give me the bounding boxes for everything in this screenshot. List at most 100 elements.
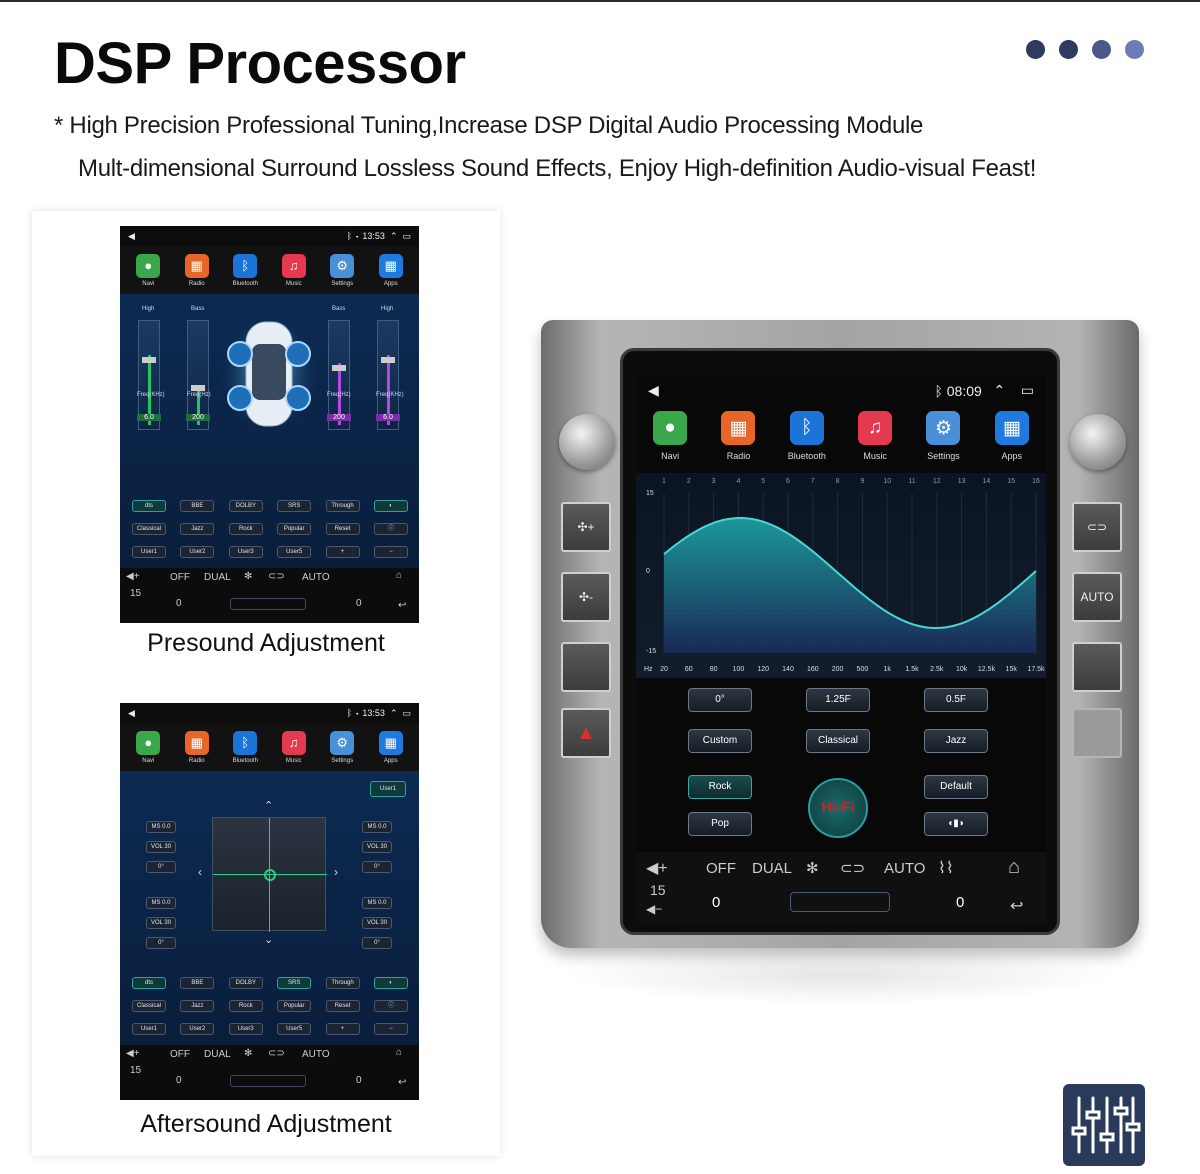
auto-label[interactable]: AUTO xyxy=(302,572,330,583)
back-arrow-icon-2[interactable]: ↩ xyxy=(398,1077,407,1088)
surround-button-2[interactable]: ◐ xyxy=(373,977,408,989)
ch-rr-phase[interactable]: 0° xyxy=(362,937,392,949)
chevron-up-icon-2[interactable]: ⌃ xyxy=(384,707,403,718)
app-settings[interactable]: ⚙Settings xyxy=(913,411,973,461)
ch-fl-ms[interactable]: MS 0.0 xyxy=(146,821,176,833)
device-home-icon[interactable]: ⌂ xyxy=(1008,856,1021,878)
car-icon[interactable]: ⊂⊃ xyxy=(268,571,285,582)
device-temp-slider[interactable] xyxy=(790,892,890,912)
app-navi[interactable]: ●Navi xyxy=(126,253,170,287)
app-radio[interactable]: ▦Radio xyxy=(708,411,768,461)
through-button[interactable]: Through xyxy=(325,500,360,512)
popular-button[interactable]: Popular xyxy=(277,523,312,535)
info-button-2[interactable]: ⓘ xyxy=(373,1000,408,1012)
chevron-up-arrow-icon[interactable]: ⌃ xyxy=(264,800,274,812)
fan-up-button[interactable]: ✣+ xyxy=(561,502,611,552)
chevron-up-icon[interactable]: ⌃ xyxy=(384,230,403,241)
user5-button-2[interactable]: User5 xyxy=(277,1023,312,1035)
temp-slider-2[interactable] xyxy=(230,1075,306,1087)
default-eq-button[interactable]: Default xyxy=(924,775,988,799)
rock-button-2[interactable]: Rock xyxy=(228,1000,263,1012)
app-navi[interactable]: ●Navi xyxy=(126,730,170,764)
ch-rl-vol[interactable]: VOL 30 xyxy=(146,917,176,929)
volume-icon-2[interactable]: ◀+ xyxy=(126,1048,140,1059)
device-volume-icon[interactable]: ◀+ xyxy=(646,860,668,877)
back-icon-2[interactable]: ◀ xyxy=(128,707,135,718)
device-back-icon[interactable]: ◀ xyxy=(648,382,659,398)
device-window-icon[interactable]: ▭ xyxy=(1020,382,1034,398)
slider-bass-left[interactable] xyxy=(187,320,209,430)
app-music[interactable]: ♫Music xyxy=(272,253,316,287)
jazz-button[interactable]: Jazz xyxy=(180,523,215,535)
ch-fr-vol[interactable]: VOL 30 xyxy=(362,841,392,853)
hazard-button[interactable]: ▲ xyxy=(561,708,611,758)
app-radio[interactable]: ▦Radio xyxy=(175,730,219,764)
home-icon-2[interactable]: ⌂ xyxy=(396,1047,403,1058)
device-seat-icon[interactable]: ⌇⌇ xyxy=(938,860,954,877)
off-side-button[interactable] xyxy=(1072,708,1122,758)
user1-selector[interactable]: User1 xyxy=(370,781,406,797)
blank-right-button[interactable] xyxy=(1072,642,1122,692)
srs-button[interactable]: SRS xyxy=(277,500,312,512)
app-settings[interactable]: ⚙Settings xyxy=(320,730,364,764)
jazz-eq-button[interactable]: Jazz xyxy=(924,729,988,753)
app-apps[interactable]: ▦Apps xyxy=(369,730,413,764)
device-volume-down-icon[interactable]: ◀− xyxy=(646,902,663,916)
device-off-label[interactable]: OFF xyxy=(706,860,736,877)
dual-label[interactable]: DUAL xyxy=(204,572,231,583)
slider-high-left[interactable] xyxy=(138,320,160,430)
dual-label-2[interactable]: DUAL xyxy=(204,1049,231,1060)
bbe-button-2[interactable]: BBE xyxy=(180,977,215,989)
back-icon[interactable]: ◀ xyxy=(128,230,135,241)
dts-button-2[interactable]: dts xyxy=(132,977,166,989)
rock-eq-button[interactable]: Rock xyxy=(688,775,752,799)
preset-125f-button[interactable]: 1.25F xyxy=(806,688,870,712)
hifi-button[interactable]: Hi-Fi xyxy=(808,778,868,838)
slider-high-right[interactable] xyxy=(377,320,399,430)
user3-button-2[interactable]: User3 xyxy=(228,1023,263,1035)
volume-icon[interactable]: ◀+ xyxy=(126,571,140,582)
bbe-button[interactable]: BBE xyxy=(180,500,215,512)
window-icon[interactable]: ▭ xyxy=(402,230,411,241)
jazz-button-2[interactable]: Jazz xyxy=(180,1000,215,1012)
custom-button[interactable]: Custom xyxy=(688,729,752,753)
ch-rl-ms[interactable]: MS 0.0 xyxy=(146,897,176,909)
window-icon-2[interactable]: ▭ xyxy=(402,707,411,718)
app-settings[interactable]: ⚙Settings xyxy=(320,253,364,287)
chevron-left-icon[interactable]: ‹ xyxy=(198,865,202,879)
device-auto-label[interactable]: AUTO xyxy=(884,860,926,877)
temp-slider[interactable] xyxy=(230,598,306,610)
app-apps[interactable]: ▦Apps xyxy=(982,411,1042,461)
srs-button-2[interactable]: SRS xyxy=(277,977,312,989)
minus-button[interactable]: − xyxy=(373,546,408,558)
auto-label-2[interactable]: AUTO xyxy=(302,1049,330,1060)
recirculation-button[interactable]: ⊂⊃ xyxy=(1072,502,1122,552)
device-fan-icon[interactable]: ✻ xyxy=(806,860,819,877)
minus-button-2[interactable]: − xyxy=(373,1023,408,1035)
device-back-arrow-icon[interactable]: ↩ xyxy=(1010,898,1024,915)
app-apps[interactable]: ▦Apps xyxy=(369,253,413,287)
plus-button-2[interactable]: + xyxy=(325,1023,360,1035)
blank-left-button[interactable] xyxy=(561,642,611,692)
user2-button-2[interactable]: User2 xyxy=(180,1023,215,1035)
user1-button-2[interactable]: User1 xyxy=(132,1023,166,1035)
chevron-right-icon[interactable]: › xyxy=(334,865,338,879)
device-dual-label[interactable]: DUAL xyxy=(752,860,793,877)
ch-fr-phase[interactable]: 0° xyxy=(362,861,392,873)
user1-button[interactable]: User1 xyxy=(132,546,166,558)
ch-rr-ms[interactable]: MS 0.0 xyxy=(362,897,392,909)
home-icon[interactable]: ⌂ xyxy=(396,570,403,581)
user5-button[interactable]: User5 xyxy=(277,546,312,558)
fan-icon-2[interactable]: ✻ xyxy=(244,1048,253,1059)
user2-button[interactable]: User2 xyxy=(180,546,215,558)
back-arrow-icon[interactable]: ↩ xyxy=(398,600,407,611)
popular-button-2[interactable]: Popular xyxy=(277,1000,312,1012)
chevron-down-icon[interactable]: ⌄ xyxy=(264,934,274,946)
reset-button-2[interactable]: Reset xyxy=(325,1000,360,1012)
app-music[interactable]: ♫Music xyxy=(272,730,316,764)
classical-eq-button[interactable]: Classical xyxy=(806,729,870,753)
plus-button[interactable]: + xyxy=(325,546,360,558)
surround-button[interactable]: ◐ xyxy=(373,500,408,512)
